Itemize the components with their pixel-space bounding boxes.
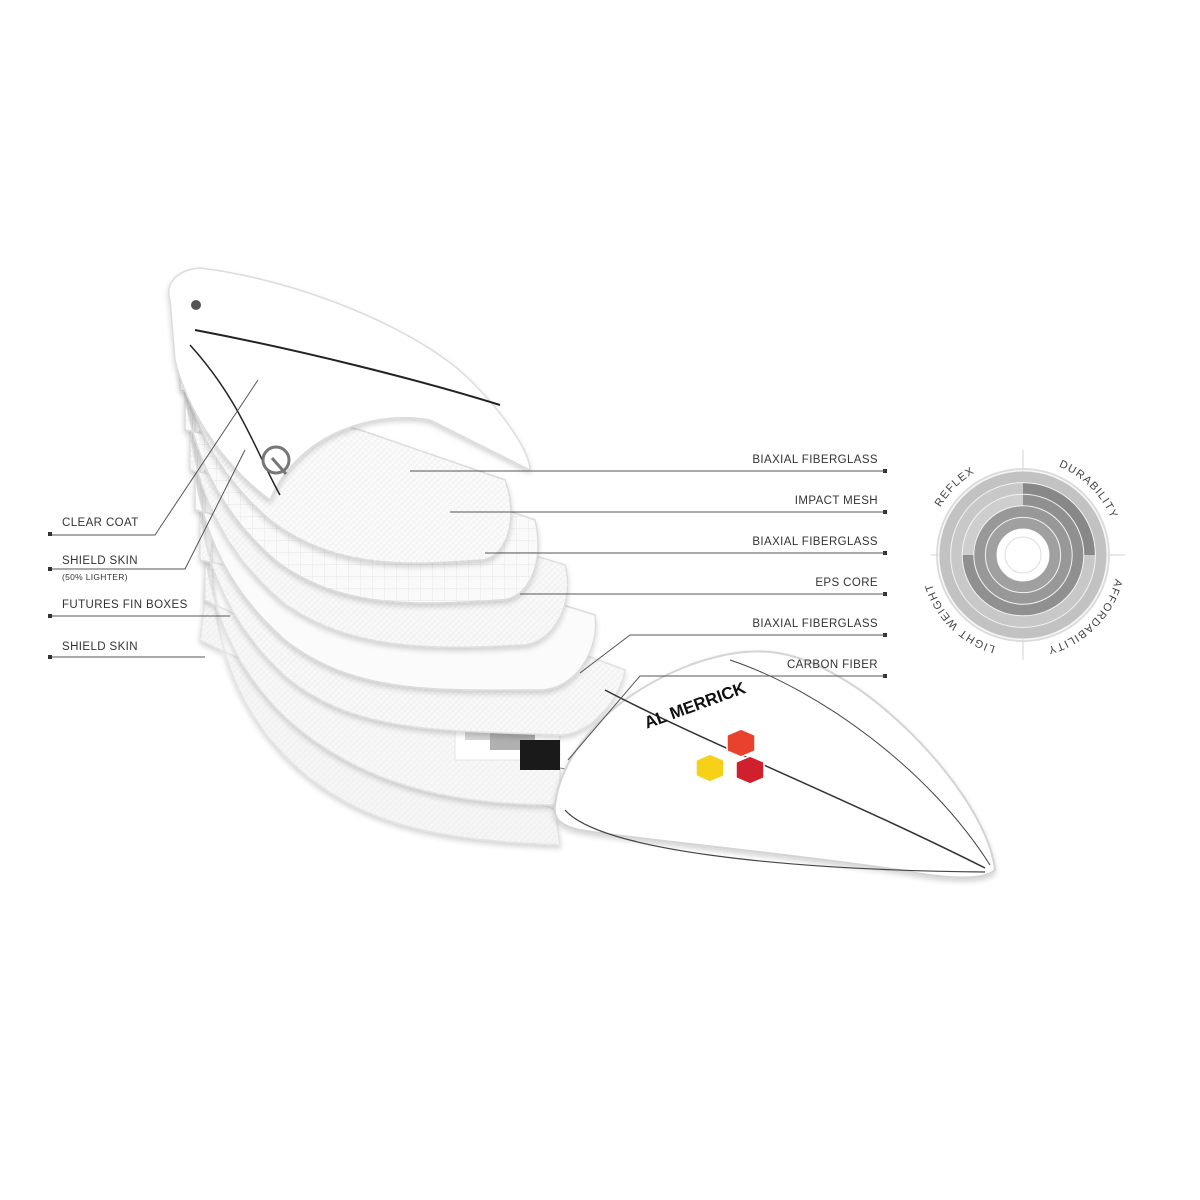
deck-stringer [194,329,501,406]
board-outline-upper [729,659,991,866]
label-impact-mesh: IMPACT MESH [795,495,878,507]
wheel-segment-light-weight [962,555,1023,616]
wheel-segment-durability [1023,471,1107,555]
board-finished-bottom [553,650,997,879]
torq-logo-icon [261,445,291,475]
callout-shield-skin-bottom: SHIELD SKIN [48,641,205,659]
label-biaxial-fiberglass-1: BIAXIAL FIBERGLASS [752,454,878,466]
wheel-quadrants [939,471,1107,639]
wheel-center-ring [1004,536,1042,574]
label-biaxial-fiberglass-3: BIAXIAL FIBERGLASS [752,618,878,630]
label-futures-fin-boxes: FUTURES FIN BOXES [62,599,188,611]
board-stringer [604,689,986,869]
wheel-segment-durability [1023,517,1061,555]
callout-carbon-fiber: CARBON FIBER [567,659,887,761]
wheel-ring-lines [938,470,1108,640]
callout-shield-skin-top: SHIELD SKIN (50% LIGHTER) [48,449,246,582]
callout-futures-fin-boxes: FUTURES FIN BOXES [48,599,230,618]
wheel-segment-affordability [1023,555,1073,605]
label-shield-skin-bottom: SHIELD SKIN [62,641,138,653]
label-biaxial-fiberglass-2: BIAXIAL FIBERGLASS [752,536,878,548]
wheel-segment-affordability [1023,555,1084,616]
wheel-ring [938,470,1108,640]
wheel-outer-ring [936,468,1110,642]
callout-impact-mesh: IMPACT MESH [450,495,887,514]
wheel-segment-affordability [1023,555,1061,593]
wheel-segment-durability [1023,482,1096,555]
label-eps-core: EPS CORE [815,577,878,589]
right-callouts: BIAXIAL FIBERGLASS IMPACT MESH BIAXIAL F… [410,454,887,761]
wheel-ring [973,505,1073,605]
wheel-segment-reflex [962,494,1023,555]
carbon-patch [520,740,560,770]
layer-fin-boxes-weave [202,470,561,805]
wheel-segment-reflex [985,517,1023,555]
callout-biaxial-fiberglass-3: BIAXIAL FIBERGLASS [579,618,887,674]
label-shield-skin-top-note: (50% LIGHTER) [62,572,128,582]
layer-clear-coat-deck [168,267,531,502]
callout-biaxial-fiberglass-1: BIAXIAL FIBERGLASS [410,454,887,473]
wheel-segment-affordability [1023,555,1107,639]
wheel-segment-durability [1023,494,1084,555]
wheel-segment-affordability [1023,555,1096,628]
wheel-segment-reflex [950,482,1023,555]
wheel-ring [961,493,1085,617]
channel-islands-logo-icon [695,728,765,785]
board-layers: AL MERRICK [168,267,997,879]
rating-wheel: REFLEX DURABILITY AFFORDABILITY LIGHT WE… [923,450,1125,660]
wheel-ring [984,516,1062,594]
wheel-segment-light-weight [985,555,1023,593]
wheel-segment-durability [1023,505,1073,555]
deck-rail-line [189,344,281,496]
callout-biaxial-fiberglass-2: BIAXIAL FIBERGLASS [485,536,887,555]
left-callouts: CLEAR COAT SHIELD SKIN (50% LIGHTER) FUT… [48,379,259,659]
label-shield-skin-top: SHIELD SKIN [62,555,138,567]
wheel-segment-light-weight [973,555,1023,605]
callout-clear-coat: CLEAR COAT [48,379,259,536]
callout-eps-core: EPS CORE [520,577,887,596]
board-rail-line [564,809,986,873]
wheel-segment-light-weight [950,555,1023,628]
leash-plug [191,300,201,310]
wheel-segment-reflex [973,505,1023,555]
label-carbon-fiber: CARBON FIBER [787,659,878,671]
label-clear-coat: CLEAR COAT [62,517,139,529]
wheel-ring [950,482,1096,628]
wheel-segment-reflex [939,471,1023,555]
wheel-segment-light-weight [939,555,1023,639]
